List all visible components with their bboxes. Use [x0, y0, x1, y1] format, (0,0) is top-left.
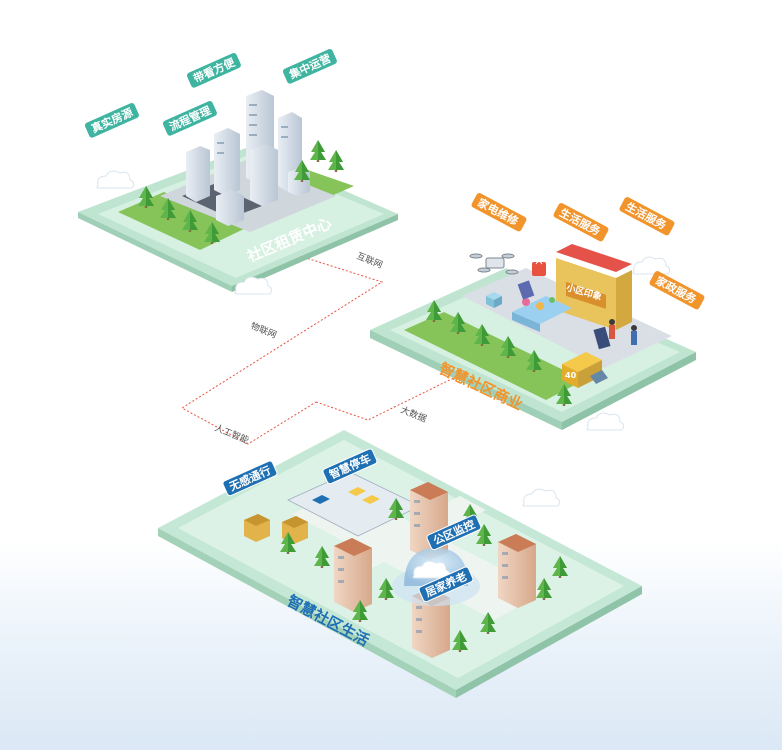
cloud-icon	[96, 170, 135, 189]
commerce-tag-housekeeping: 家政服务	[649, 271, 705, 310]
building-icon	[186, 90, 310, 226]
commerce-tag-life-service-1: 生活服务	[553, 203, 609, 242]
svg-text:带看方便: 带看方便	[191, 55, 238, 86]
rental-center-platform: 社区租赁中心	[78, 90, 398, 292]
network-label-internet: 互联网	[355, 251, 384, 271]
svg-text:40: 40	[565, 371, 577, 380]
rental-tag-convenient-viewing: 带看方便	[186, 52, 241, 88]
cloud-icon	[586, 412, 625, 431]
drone-package-icon	[486, 292, 502, 308]
tree-icon	[328, 150, 344, 172]
rental-tag-process-management: 流程管理	[162, 100, 217, 136]
network-line-internet	[181, 243, 384, 445]
truck-icon: 40	[562, 352, 608, 388]
commerce-platform: 小区印象 40	[370, 244, 696, 430]
svg-text:流程管理: 流程管理	[167, 103, 213, 134]
network-label-iot: 物联网	[249, 320, 279, 341]
drone-icon	[469, 253, 519, 275]
commerce-tag-life-service-2: 生活服务	[619, 197, 675, 236]
car-icon	[312, 487, 380, 504]
rental-tag-centralized-operation: 集中运营	[282, 48, 337, 84]
network-label-bigdata: 大数据	[399, 404, 429, 425]
community-life-platform: 智慧社区生活	[158, 430, 642, 698]
network-label-ai: 人工智能	[213, 422, 251, 447]
commerce-tag-appliance-repair: 家电维修	[471, 193, 527, 232]
shop-icon: 小区印象	[556, 244, 632, 330]
shopping-bag-icon	[532, 261, 546, 276]
cloud-icon	[632, 256, 671, 275]
cloud-icon	[522, 488, 561, 507]
svg-text:集中运营: 集中运营	[286, 51, 333, 82]
tree-icon	[310, 140, 326, 162]
svg-text:真实房源: 真实房源	[89, 105, 135, 136]
rental-tag-real-listings: 真实房源	[84, 102, 139, 138]
